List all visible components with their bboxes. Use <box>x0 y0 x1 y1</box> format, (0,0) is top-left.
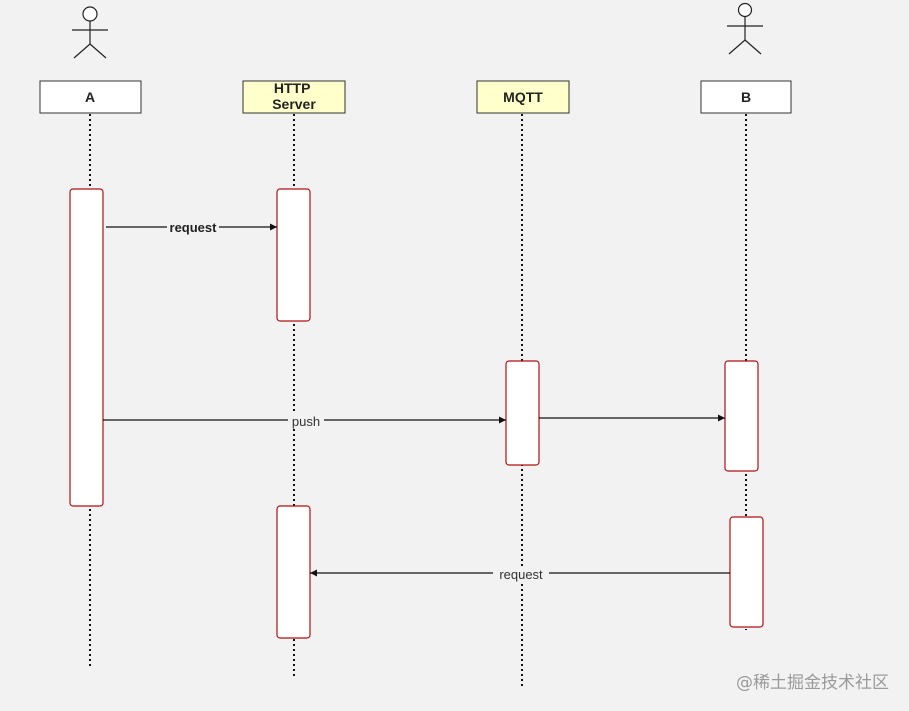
participant-http-server[interactable]: HTTP Server <box>242 80 346 114</box>
participant-http-label-line1: HTTP <box>274 80 310 96</box>
participant-http-server-label: HTTP Server <box>272 80 316 112</box>
participant-a-label: A <box>85 89 95 105</box>
activation-http-server-1[interactable] <box>276 188 311 322</box>
participant-mqtt-label: MQTT <box>503 89 543 105</box>
activation-b-1[interactable] <box>724 360 759 472</box>
message-request-2-label: request <box>499 567 543 582</box>
participant-http-label-line2: Server <box>272 96 316 112</box>
participant-b-label: B <box>741 89 751 105</box>
message-request-1[interactable]: request <box>106 219 277 235</box>
message-request-2[interactable]: request <box>310 566 730 582</box>
message-request-1-label: request <box>170 220 218 235</box>
participant-a[interactable]: A <box>39 80 142 114</box>
actor-b-icon <box>727 2 763 55</box>
activation-b-2[interactable] <box>729 516 764 628</box>
watermark-text: @稀土掘金技术社区 <box>736 673 889 693</box>
message-push[interactable]: push <box>103 413 506 429</box>
activation-http-server-2[interactable] <box>276 505 311 639</box>
activation-mqtt[interactable] <box>505 360 540 466</box>
message-push-label: push <box>292 414 320 429</box>
actor-a-icon <box>72 6 108 59</box>
participant-mqtt[interactable]: MQTT <box>476 80 570 114</box>
activation-a[interactable] <box>69 188 104 507</box>
participant-b[interactable]: B <box>700 80 792 114</box>
